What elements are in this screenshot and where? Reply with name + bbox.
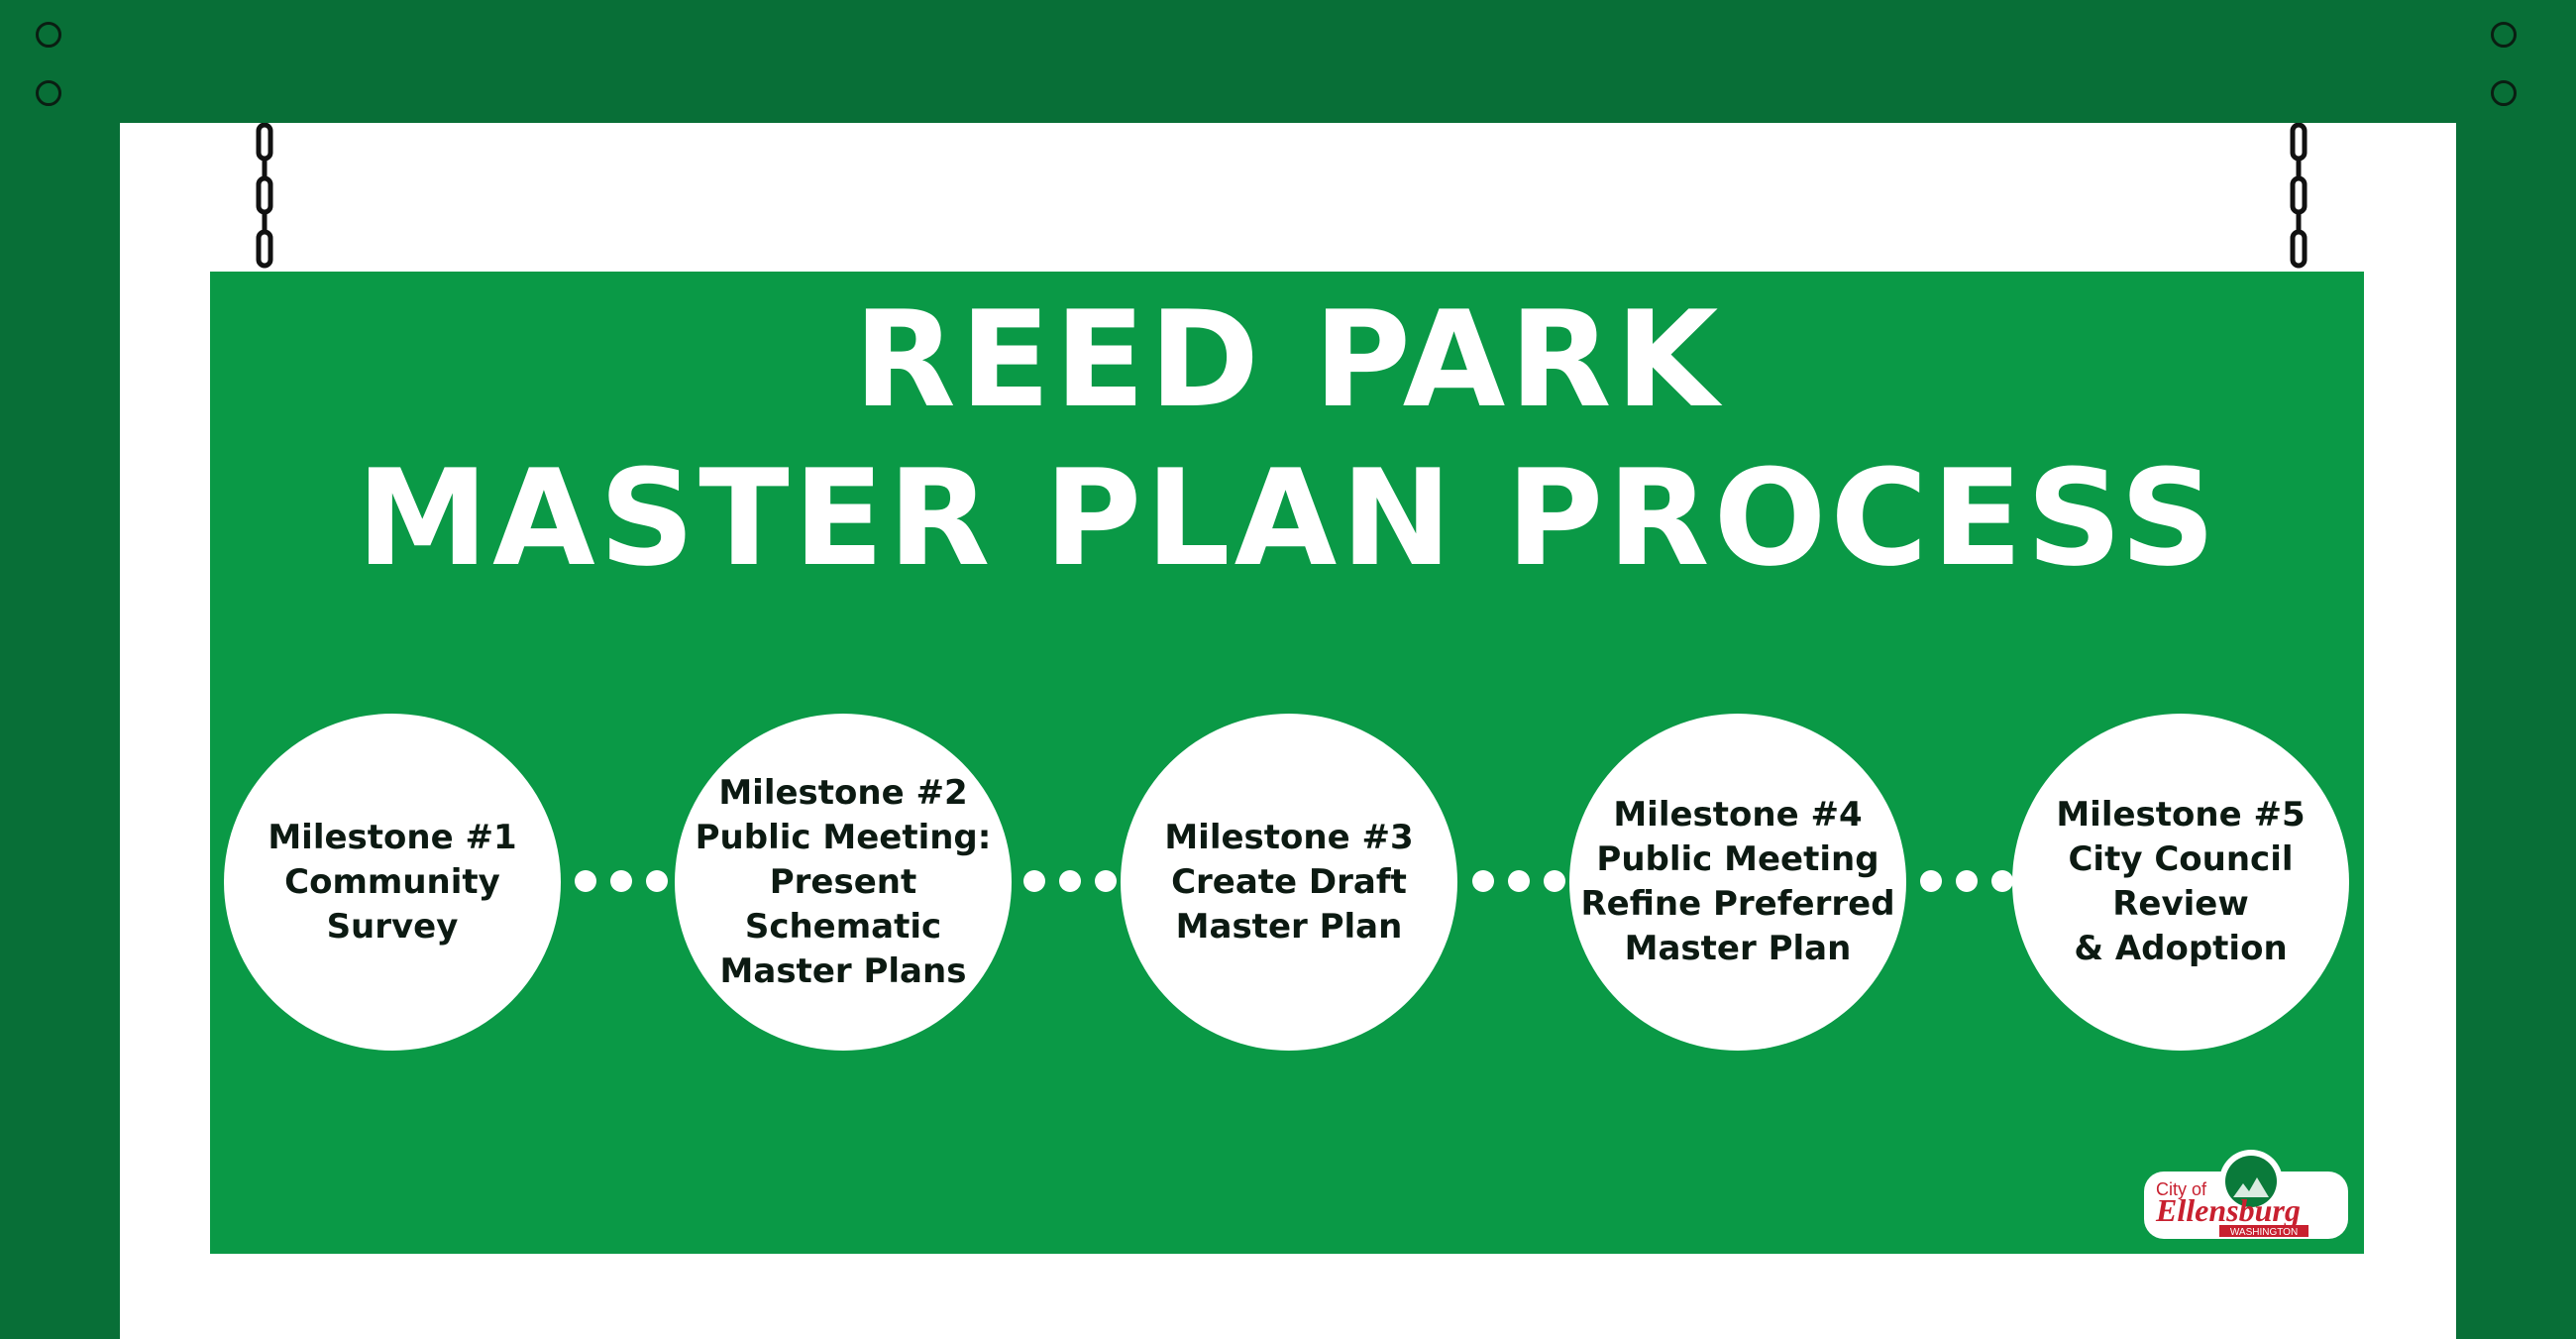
connector-dot — [1956, 870, 1978, 892]
chain-right-icon — [2290, 123, 2308, 269]
milestone-4-label: Milestone #4 Public Meeting Refine Prefe… — [1580, 795, 1895, 968]
connector-dots-1 — [575, 870, 668, 896]
connector-dot — [1095, 870, 1117, 892]
sign-title-line2: MASTER PLAN PROCESS — [356, 441, 2220, 596]
sign-frame-right — [2456, 123, 2576, 1339]
sign-frame-top — [0, 0, 2576, 123]
milestone-1-label: Milestone #1 Community Survey — [268, 817, 517, 947]
connector-dot — [1023, 870, 1045, 892]
logo-washington-text: WASHINGTON — [2230, 1227, 2298, 1238]
connector-dot — [575, 870, 596, 892]
milestone-2-circle: Milestone #2 Public Meeting: Present Sch… — [675, 714, 1012, 1051]
connector-dots-2 — [1023, 870, 1117, 896]
connector-dot — [1920, 870, 1942, 892]
milestone-2-label: Milestone #2 Public Meeting: Present Sch… — [695, 772, 992, 991]
screw-icon — [36, 22, 61, 48]
connector-dot — [1472, 870, 1494, 892]
connector-dot — [1508, 870, 1530, 892]
connector-dot — [646, 870, 668, 892]
sign-frame-left — [0, 123, 120, 1339]
connector-dot — [610, 870, 632, 892]
connector-dots-4 — [1920, 870, 2013, 896]
logo-city-of-text: City of — [2156, 1179, 2207, 1199]
city-of-ellensburg-logo: City of Ellensburg WASHINGTON — [2144, 1150, 2348, 1239]
screw-icon — [2491, 22, 2517, 48]
logo-ellensburg-text: Ellensburg — [2155, 1192, 2301, 1228]
connector-dot — [1991, 870, 2013, 892]
sign-title-line1: REED PARK — [853, 282, 1723, 437]
milestone-5-label: Milestone #5 City Council Review & Adopt… — [2056, 795, 2306, 968]
milestone-5-circle: Milestone #5 City Council Review & Adopt… — [2012, 714, 2349, 1051]
chain-left-icon — [256, 123, 273, 269]
connector-dot — [1059, 870, 1081, 892]
connector-dot — [1544, 870, 1565, 892]
connector-dots-3 — [1472, 870, 1565, 896]
screw-icon — [2491, 80, 2517, 106]
screw-icon — [36, 80, 61, 106]
milestone-3-circle: Milestone #3 Create Draft Master Plan — [1121, 714, 1457, 1051]
milestone-4-circle: Milestone #4 Public Meeting Refine Prefe… — [1569, 714, 1906, 1051]
milestone-1-circle: Milestone #1 Community Survey — [224, 714, 561, 1051]
milestone-3-label: Milestone #3 Create Draft Master Plan — [1164, 817, 1414, 947]
